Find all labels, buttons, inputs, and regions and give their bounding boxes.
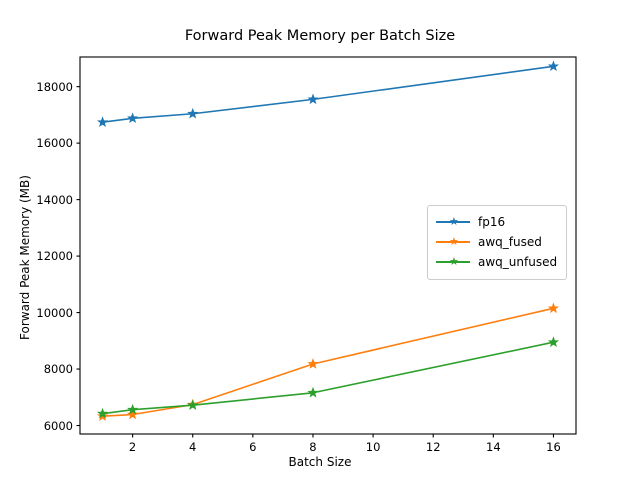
legend-label: awq_unfused xyxy=(478,255,558,269)
legend-line-icon xyxy=(436,261,470,263)
y-tick-label: 6000 xyxy=(43,418,73,433)
data-point-marker xyxy=(307,93,319,105)
data-point-marker xyxy=(96,407,109,419)
data-point-marker xyxy=(547,336,560,347)
x-tick-label: 2 xyxy=(128,440,137,454)
x-tick-label: 16 xyxy=(546,440,561,454)
series-line-awq_fused xyxy=(101,307,555,418)
data-point-marker xyxy=(307,386,319,398)
series-line-awq_unfused xyxy=(101,341,555,415)
data-point-marker xyxy=(547,302,560,314)
data-point-marker xyxy=(127,112,139,124)
data-point-marker xyxy=(127,403,139,415)
axes-frame xyxy=(79,56,577,435)
legend-star-icon: ★ xyxy=(449,235,459,248)
chart-title: Forward Peak Memory per Batch Size xyxy=(184,28,456,44)
x-tick-label: 12 xyxy=(425,440,441,454)
legend-item-awq_unfused[interactable]: ★ awq_unfused xyxy=(436,252,558,272)
data-point-marker xyxy=(187,399,199,410)
legend-label: fp16 xyxy=(478,215,506,229)
legend-swatch-fp16: ★ xyxy=(436,215,470,229)
legend-line-icon xyxy=(436,241,470,243)
y-axis-label: Forward Peak Memory (MB) xyxy=(18,175,32,340)
x-tick-label: 4 xyxy=(189,440,197,454)
data-point-marker xyxy=(547,60,560,72)
legend-item-fp16[interactable]: ★ fp16 xyxy=(436,212,558,232)
data-point-marker xyxy=(96,116,109,127)
legend-star-icon: ★ xyxy=(449,215,459,228)
y-tick-label: 14000 xyxy=(36,192,73,207)
chart-legend: ★ fp16 ★ awq_fused ★ awq_unfused xyxy=(427,205,567,280)
legend-swatch-awq_fused: ★ xyxy=(436,235,470,249)
legend-star-icon: ★ xyxy=(449,255,459,268)
x-tick-label: 8 xyxy=(309,440,317,454)
x-tick-label: 6 xyxy=(249,440,257,454)
y-tick-label: 8000 xyxy=(43,362,73,377)
y-tick-label: 18000 xyxy=(36,79,73,94)
x-tick-label: 14 xyxy=(486,440,501,454)
legend-item-awq_fused[interactable]: ★ awq_fused xyxy=(436,232,558,252)
data-point-marker xyxy=(187,107,199,119)
legend-swatch-awq_unfused: ★ xyxy=(436,255,470,269)
y-tick-label: 10000 xyxy=(36,305,73,320)
x-axis-label: Batch Size xyxy=(288,455,352,469)
legend-label: awq_fused xyxy=(478,235,542,249)
legend-line-icon xyxy=(436,221,470,223)
data-point-marker xyxy=(127,408,139,420)
y-tick-label: 12000 xyxy=(36,249,73,264)
data-point-marker xyxy=(307,358,319,369)
y-tick-label: 16000 xyxy=(36,136,73,151)
x-tick-label: 10 xyxy=(365,440,381,454)
series-line-fp16 xyxy=(101,65,555,124)
